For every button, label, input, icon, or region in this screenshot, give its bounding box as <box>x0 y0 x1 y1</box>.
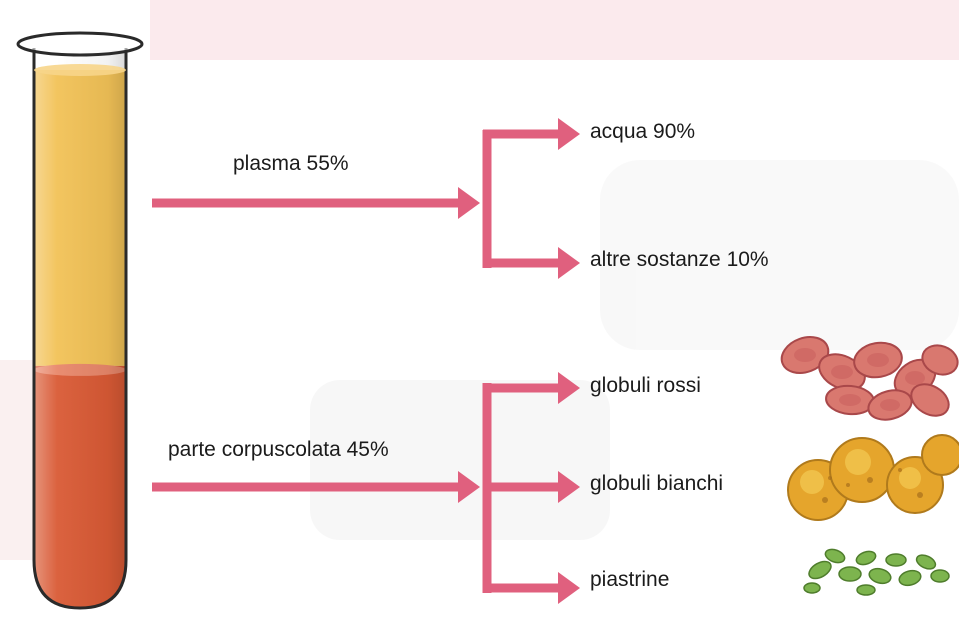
corpuscular-main-arrowhead <box>458 471 480 503</box>
platelets-icon <box>803 548 950 596</box>
red-blood-cells-label: globuli rossi <box>590 374 701 397</box>
red-blood-cells-arrowhead <box>558 372 580 404</box>
platelets-arrowhead <box>558 572 580 604</box>
corpuscular-arrows <box>152 372 580 604</box>
water-label: acqua 90% <box>590 120 696 143</box>
water-arrowhead <box>558 118 580 150</box>
platelets-label: piastrine <box>590 568 670 591</box>
corpuscular-label: parte corpuscolata 45% <box>168 438 389 461</box>
white-blood-cells-label: globuli bianchi <box>590 472 724 495</box>
faded-background <box>0 0 959 560</box>
white-blood-cells-arrowhead <box>558 471 580 503</box>
test-tube <box>16 31 144 610</box>
other-substances-label: altre sostanze 10% <box>590 248 769 271</box>
other-substances-arrowhead <box>558 247 580 279</box>
plasma-label: plasma 55% <box>233 152 349 175</box>
plasma-arrows <box>152 118 580 279</box>
red-blood-cells-icon <box>780 336 959 421</box>
plasma-main-arrowhead <box>458 187 480 219</box>
white-blood-cells-icon <box>787 434 959 521</box>
